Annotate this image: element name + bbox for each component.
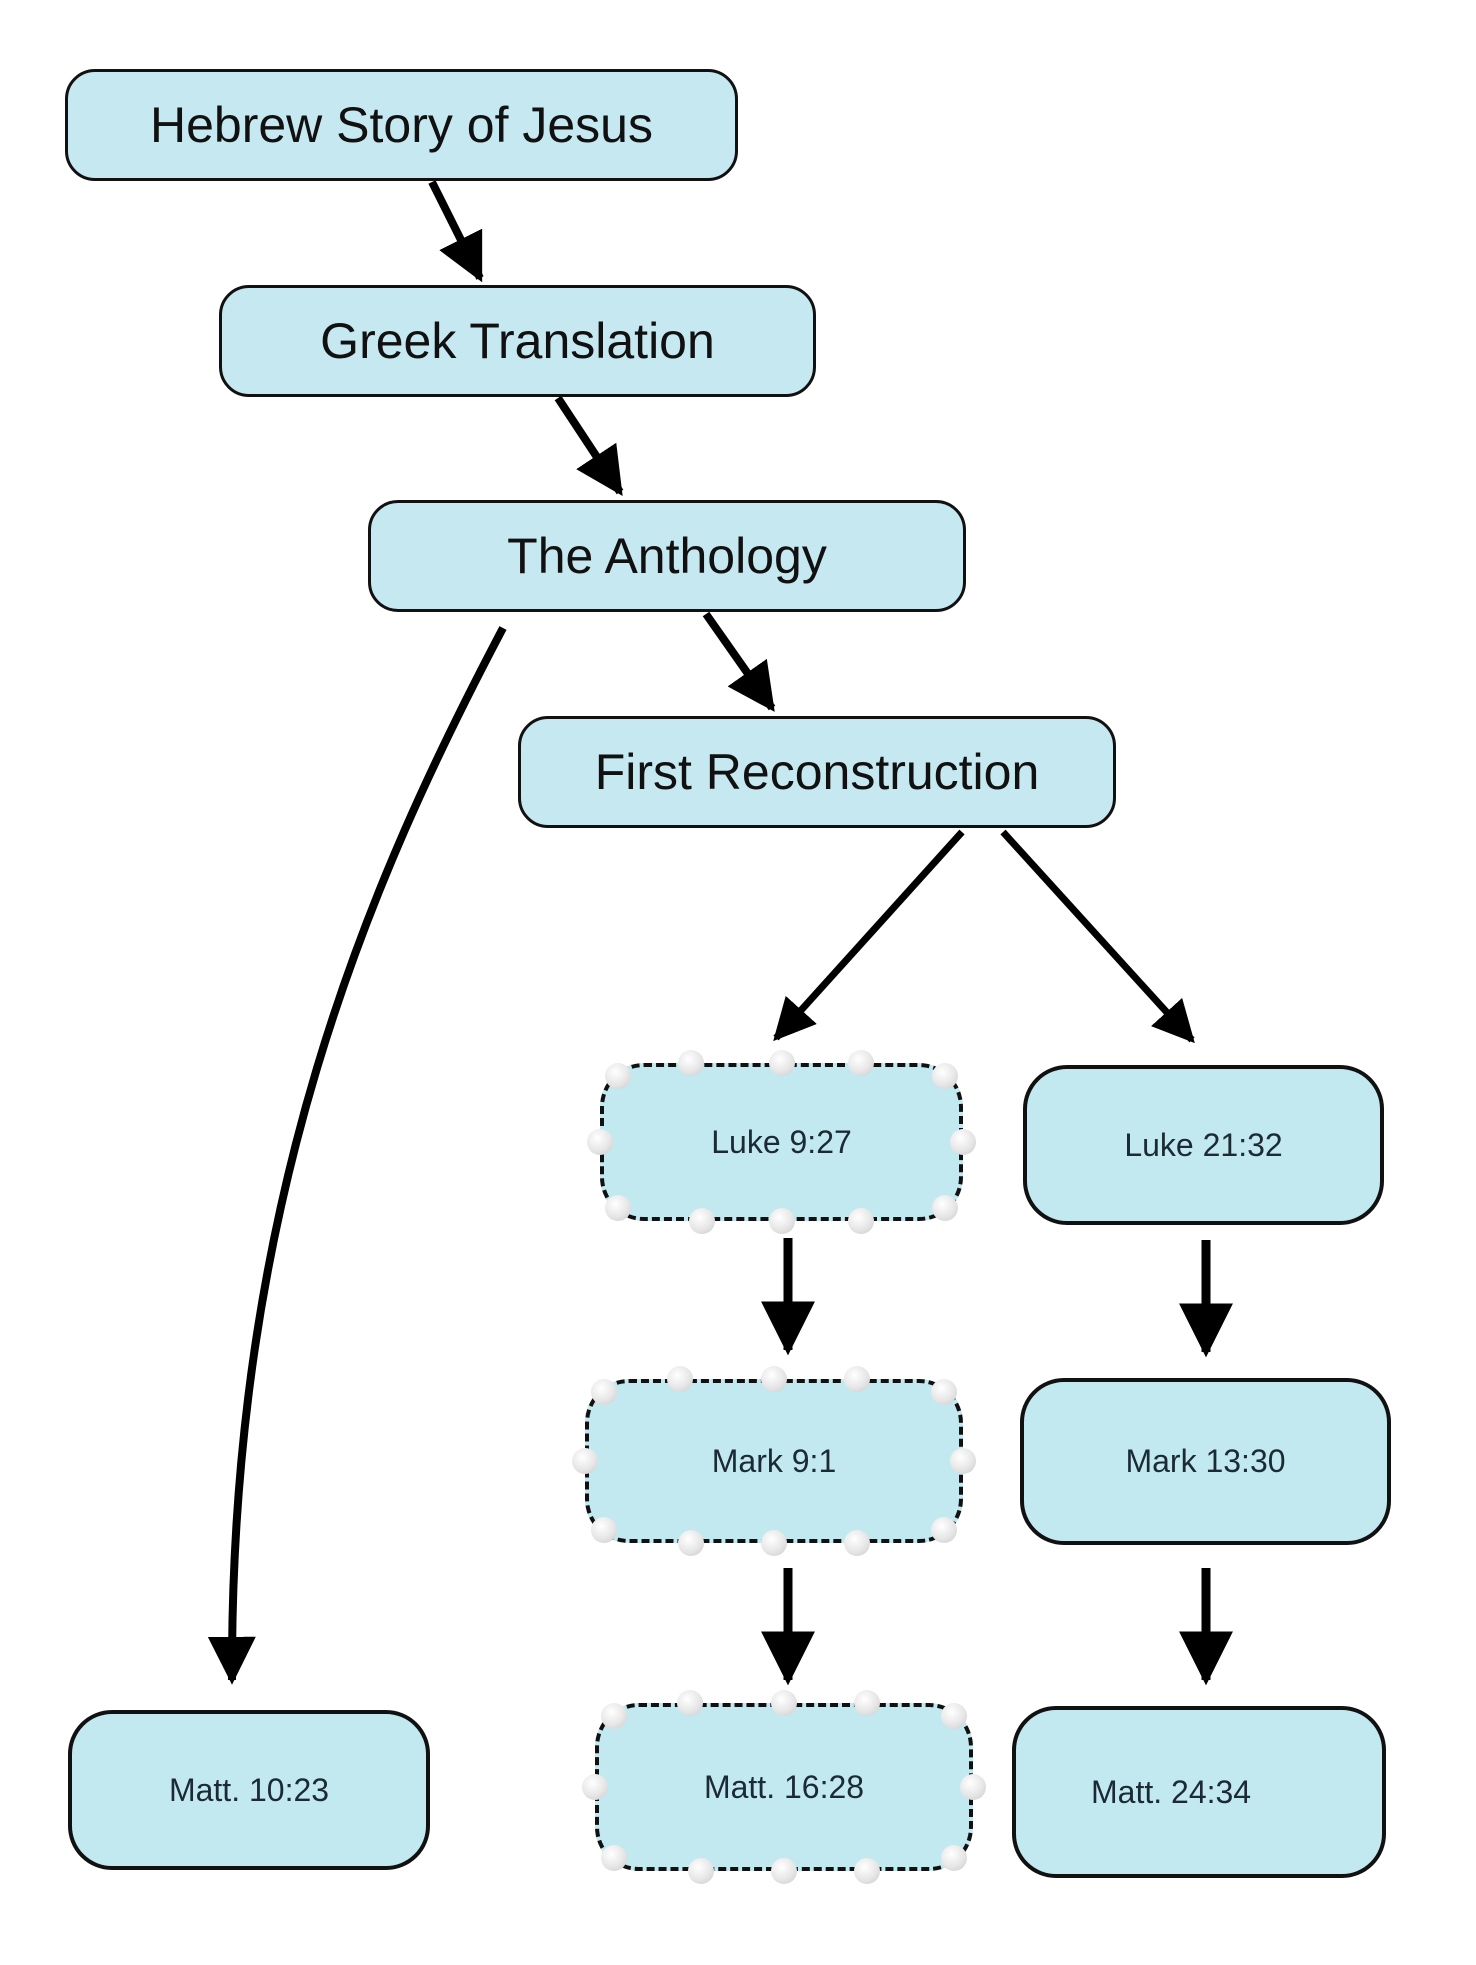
resize-handle[interactable] <box>768 1208 795 1234</box>
node-label: Greek Translation <box>320 313 715 369</box>
node-label: Luke 21:32 <box>1124 1126 1283 1163</box>
node-luke-21-32[interactable]: Luke 21:32 <box>1023 1065 1384 1225</box>
resize-handle[interactable] <box>854 1690 881 1716</box>
resize-handle[interactable] <box>848 1208 875 1234</box>
resize-handle[interactable] <box>605 1195 632 1222</box>
edge-anthology-firstrecon <box>702 611 776 712</box>
node-mark-9-1[interactable]: Mark 9:1 <box>585 1379 963 1543</box>
node-luke-9-27[interactable]: Luke 9:27 <box>600 1063 963 1221</box>
node-matt-10-23[interactable]: Matt. 10:23 <box>68 1710 430 1870</box>
node-label: Mark 9:1 <box>711 1442 837 1479</box>
resize-handle[interactable] <box>688 1208 715 1234</box>
resize-handle[interactable] <box>848 1050 875 1076</box>
resize-handle[interactable] <box>941 1844 968 1871</box>
node-label: Luke 9:27 <box>711 1123 852 1160</box>
resize-handle[interactable] <box>761 1366 787 1392</box>
resize-handle[interactable] <box>587 1129 613 1155</box>
resize-handle[interactable] <box>687 1858 714 1884</box>
edge-hebrew-greek <box>428 180 484 283</box>
node-label: First Reconstruction <box>594 744 1040 800</box>
node-matt-24-34[interactable]: Matt. 24:34 <box>1012 1706 1386 1878</box>
resize-handle[interactable] <box>677 1050 704 1076</box>
node-mark-13-30[interactable]: Mark 13:30 <box>1020 1378 1391 1545</box>
resize-handle[interactable] <box>771 1858 797 1884</box>
node-greek-translation[interactable]: Greek Translation <box>219 285 816 397</box>
resize-handle[interactable] <box>931 1516 958 1543</box>
resize-handle[interactable] <box>590 1516 617 1543</box>
resize-handle[interactable] <box>605 1062 632 1089</box>
resize-handle[interactable] <box>844 1366 871 1392</box>
node-the-anthology[interactable]: The Anthology <box>368 500 966 612</box>
node-label: The Anthology <box>507 528 827 584</box>
node-first-reconstruction[interactable]: First Reconstruction <box>518 716 1116 828</box>
resize-handle[interactable] <box>771 1690 797 1716</box>
resize-handle[interactable] <box>677 1530 704 1556</box>
node-matt-16-28[interactable]: Matt. 16:28 <box>595 1703 973 1871</box>
resize-handle[interactable] <box>854 1858 881 1884</box>
node-hebrew-story[interactable]: Hebrew Story of Jesus <box>65 69 738 181</box>
edge-firstrecon-luke927 <box>773 829 965 1042</box>
resize-handle[interactable] <box>676 1690 703 1716</box>
resize-handle[interactable] <box>931 1062 958 1089</box>
edge-greek-anthology <box>554 395 624 497</box>
resize-handle[interactable] <box>960 1774 986 1800</box>
resize-handle[interactable] <box>761 1530 787 1556</box>
resize-handle[interactable] <box>931 1379 958 1406</box>
resize-handle[interactable] <box>600 1844 627 1871</box>
resize-handle[interactable] <box>950 1129 976 1155</box>
resize-handle[interactable] <box>582 1774 608 1800</box>
resize-handle[interactable] <box>600 1703 627 1730</box>
node-label: Matt. 16:28 <box>703 1768 865 1805</box>
resize-handle[interactable] <box>931 1195 958 1222</box>
resize-handle[interactable] <box>768 1050 795 1076</box>
node-label: Matt. 24:34 <box>1091 1773 1252 1810</box>
resize-handle[interactable] <box>666 1366 693 1392</box>
node-label: Matt. 10:23 <box>168 1771 330 1808</box>
resize-handle[interactable] <box>572 1448 598 1474</box>
resize-handle[interactable] <box>950 1448 976 1474</box>
resize-handle[interactable] <box>941 1703 968 1730</box>
resize-handle[interactable] <box>590 1379 617 1406</box>
resize-handle[interactable] <box>844 1530 871 1556</box>
node-label: Hebrew Story of Jesus <box>150 97 653 153</box>
edge-firstrecon-luke2132 <box>1000 829 1195 1044</box>
node-label: Mark 13:30 <box>1125 1443 1286 1479</box>
edge-anthology-matt1023 <box>207 626 507 1685</box>
